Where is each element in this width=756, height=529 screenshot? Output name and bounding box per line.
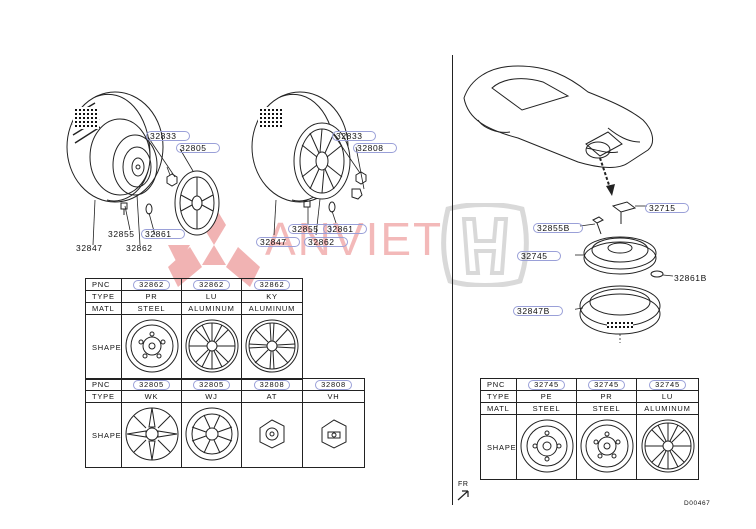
callout-pill	[323, 224, 367, 234]
callout-pill	[353, 143, 397, 153]
pnc-cell[interactable]: 32862	[241, 278, 303, 291]
type-cell: WK	[121, 390, 182, 403]
row-label: MATL	[480, 402, 517, 415]
alloy-wheel-tire-illustration	[251, 91, 367, 236]
honda-logo-watermark	[441, 203, 529, 287]
callout-32862-center: 32862	[308, 237, 335, 247]
orientation-label: FR	[458, 481, 469, 488]
row-label: TYPE	[480, 390, 517, 403]
shape-alloy-ky	[241, 314, 303, 380]
callout-pill	[176, 143, 220, 153]
callout-32847-left: 32847	[76, 243, 103, 253]
vehicle-spare-wheel-location	[463, 65, 654, 196]
callout-32847-center: 32847	[260, 237, 287, 247]
spare-wheel-illustration	[575, 201, 674, 343]
row-label: SHAPE	[85, 402, 122, 468]
type-cell: WJ	[181, 390, 242, 403]
pnc-cell[interactable]: 32805	[121, 378, 182, 391]
callout-pill	[533, 223, 583, 233]
row-label: MATL	[85, 302, 122, 315]
row-label: PNC	[480, 378, 517, 391]
callout-32862-left: 32862	[126, 243, 153, 253]
callout-32833-center: 32833	[336, 131, 363, 141]
callout-32861b: 32861B	[674, 273, 707, 283]
callout-pill	[513, 306, 563, 316]
shape-hub-cap-vh	[302, 402, 365, 468]
callout-32847b: 32847B	[517, 306, 550, 316]
type-cell: LU	[636, 390, 699, 403]
section-divider	[452, 55, 453, 505]
shape-spare-steel-pr	[576, 414, 637, 480]
row-label: TYPE	[85, 290, 122, 303]
callout-32715: 32715	[649, 203, 676, 213]
row-label: SHAPE	[480, 414, 517, 480]
callout-pill	[645, 203, 689, 213]
shape-hub-cap-at	[241, 402, 303, 468]
pnc-cell[interactable]: 32862	[121, 278, 182, 291]
mitsubishi-logo-watermark	[168, 205, 260, 287]
callout-pill	[517, 251, 561, 261]
callout-32833-left: 32833	[150, 131, 177, 141]
callout-32861-center: 32861	[327, 224, 354, 234]
matl-cell: STEEL	[121, 302, 182, 315]
shape-spare-alloy-lu	[636, 414, 699, 480]
callout-pill	[141, 229, 185, 239]
type-cell: KY	[241, 290, 303, 303]
front-arrow-icon	[457, 490, 469, 501]
type-cell: AT	[241, 390, 303, 403]
matl-cell: STEEL	[576, 402, 637, 415]
pnc-cell[interactable]: 32808	[302, 378, 365, 391]
wheel-spec-table: PNC 32862 32862 32862 TYPE PR LU KY MATL…	[85, 278, 303, 380]
pnc-cell[interactable]: 32862	[181, 278, 242, 291]
anviet-watermark: ANVIET	[265, 213, 444, 265]
callout-32745: 32745	[521, 251, 548, 261]
pnc-cell[interactable]: 32745	[516, 378, 577, 391]
shape-steel-wheel	[121, 314, 182, 380]
row-label: TYPE	[85, 390, 122, 403]
callout-pill	[146, 131, 190, 141]
callout-32808: 32808	[357, 143, 384, 153]
diagram-code: D00467	[684, 500, 711, 507]
matl-cell: ALUMINUM	[181, 302, 242, 315]
type-cell: PR	[576, 390, 637, 403]
pnc-cell[interactable]: 32745	[576, 378, 637, 391]
callout-pill	[332, 131, 376, 141]
callout-32855-left: 32855	[108, 229, 135, 239]
matl-cell: ALUMINUM	[636, 402, 699, 415]
callout-32805: 32805	[180, 143, 207, 153]
type-cell: LU	[181, 290, 242, 303]
spare-wheel-spec-table: PNC 32745 32745 32745 TYPE PE PR LU MATL…	[480, 378, 699, 480]
steel-wheel-tire-illustration	[66, 91, 220, 246]
shape-wheel-cap-wj	[181, 402, 242, 468]
callout-32861-left: 32861	[145, 229, 172, 239]
pnc-cell[interactable]: 32805	[181, 378, 242, 391]
callout-pill	[288, 224, 332, 234]
row-label: SHAPE	[85, 314, 122, 380]
shape-alloy-lu	[181, 314, 242, 380]
type-cell: PR	[121, 290, 182, 303]
row-label: PNC	[85, 278, 122, 291]
shape-wheel-cap-wk	[121, 402, 182, 468]
pnc-cell[interactable]: 32745	[636, 378, 699, 391]
matl-cell: STEEL	[516, 402, 577, 415]
callout-32855-center: 32855	[292, 224, 319, 234]
shape-spare-steel-pe	[516, 414, 577, 480]
matl-cell: ALUMINUM	[241, 302, 303, 315]
pnc-cell[interactable]: 32808	[241, 378, 303, 391]
callout-pill	[256, 237, 300, 247]
row-label: PNC	[85, 378, 122, 391]
callout-32855b: 32855B	[537, 223, 570, 233]
wheel-cap-spec-table: PNC 32805 32805 32808 32808 TYPE WK WJ A…	[85, 378, 365, 468]
type-cell: PE	[516, 390, 577, 403]
callout-pill	[304, 237, 348, 247]
type-cell: VH	[302, 390, 365, 403]
